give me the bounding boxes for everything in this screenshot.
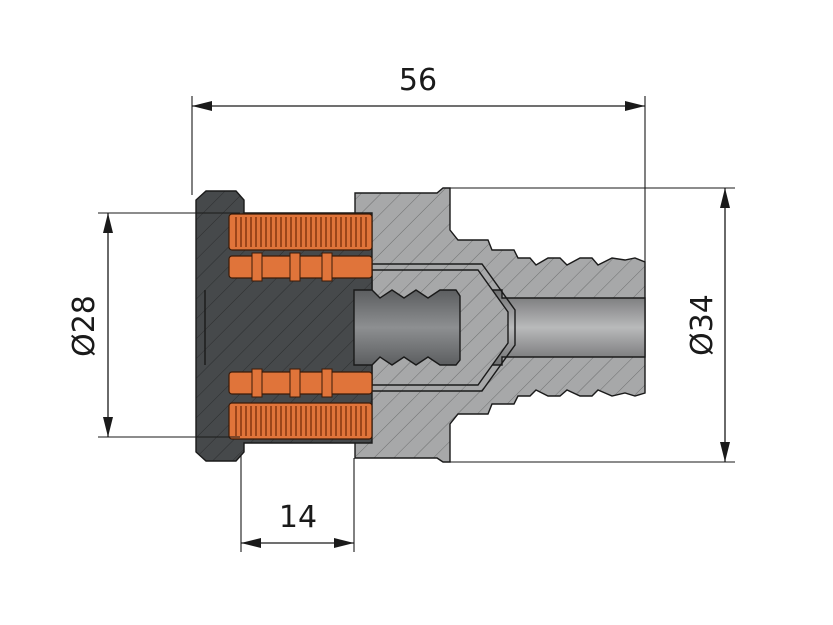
coil-band-top-inner: [228, 252, 373, 282]
dimension-overall-length: 56: [191, 63, 646, 262]
spring-coils: [228, 213, 373, 440]
dimension-outer-diameter: Ø34: [450, 187, 735, 463]
dimension-inner-diameter: Ø28: [67, 212, 240, 438]
inner-diameter-label: Ø28: [67, 295, 102, 357]
threaded-pin: [353, 289, 461, 366]
dimension-insert-length: 14: [240, 455, 355, 552]
coil-band-top-outer: [228, 213, 373, 251]
insert-length-label: 14: [279, 500, 317, 535]
overall-length-label: 56: [399, 63, 437, 98]
coil-band-bottom-inner: [228, 368, 373, 398]
coil-band-bottom-outer: [228, 402, 373, 440]
outer-diameter-label: Ø34: [685, 294, 720, 356]
